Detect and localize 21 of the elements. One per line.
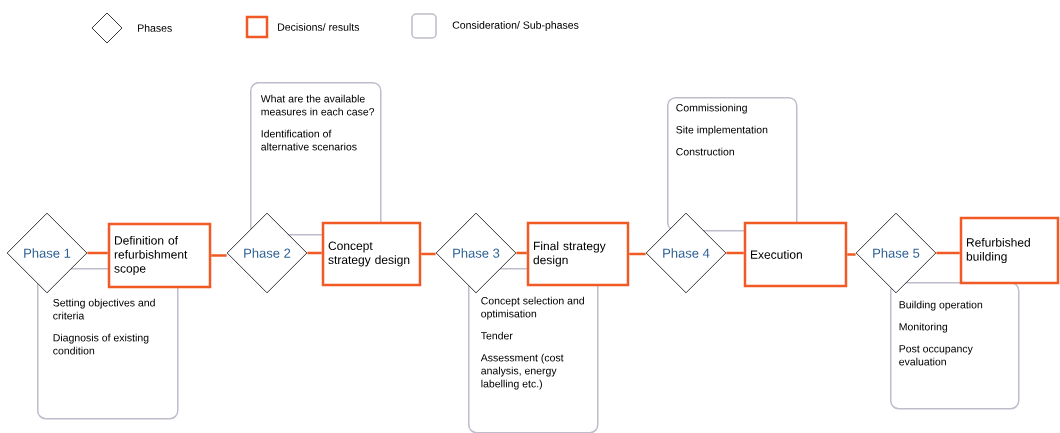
connector-line <box>307 251 322 255</box>
decision-box: Final strategy design <box>526 221 630 287</box>
connector-line <box>936 251 960 255</box>
connector-line <box>87 251 108 255</box>
consideration-box: What are the available measures in each case? Identification of alternative scenarios <box>250 82 382 236</box>
consideration-box: Commissioning Site implementation Construction <box>667 97 798 232</box>
decision-box: Execution <box>743 221 848 288</box>
connector-line <box>847 253 856 256</box>
decision-box: Concept strategy design <box>321 221 422 287</box>
consideration-box: Concept selection and optimisation Tender Assessment (cost analysis, energy labelling etc.) <box>468 268 599 433</box>
connector-line <box>726 251 744 255</box>
connector-line <box>516 251 527 255</box>
decision-box: Refurbished building <box>959 216 1060 285</box>
connector-line <box>629 252 646 256</box>
consideration-box: Building operation Monitoring Post occupancy evaluation <box>890 282 1020 410</box>
legend-label: Decisions/ results <box>278 23 360 31</box>
connector-line <box>211 254 227 257</box>
decision-box: Definition of refurbishment scope <box>107 222 212 289</box>
legend-label: Consideration/ Sub-phases <box>452 21 579 31</box>
connector-line <box>421 252 436 256</box>
legend-label: Phases <box>138 24 172 32</box>
